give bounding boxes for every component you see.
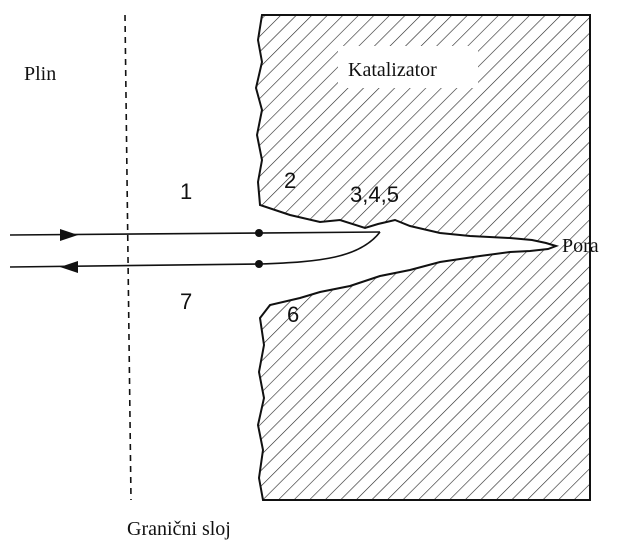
step-2-label: 2 bbox=[284, 168, 296, 193]
boundary-layer-line bbox=[124, 14, 132, 501]
catalyst-label-bg bbox=[338, 46, 478, 88]
catalyst-surface bbox=[254, 14, 591, 501]
outbound-dot bbox=[255, 260, 263, 268]
inbound-arrow-icon bbox=[60, 229, 78, 241]
step-7-label: 7 bbox=[180, 289, 192, 314]
boundary-layer-label: Granični sloj bbox=[127, 518, 231, 540]
outbound-curve bbox=[9, 231, 381, 268]
step-6-label: 6 bbox=[287, 302, 299, 327]
step-345-label: 3,4,5 bbox=[350, 182, 399, 207]
outbound-arrow-icon bbox=[60, 261, 78, 273]
catalyst-label: Katalizator bbox=[348, 59, 437, 81]
gas-label: Plin bbox=[24, 63, 56, 85]
inbound-dot bbox=[255, 229, 263, 237]
step-1-label: 1 bbox=[180, 179, 192, 204]
pore-label: Pora bbox=[562, 235, 599, 257]
